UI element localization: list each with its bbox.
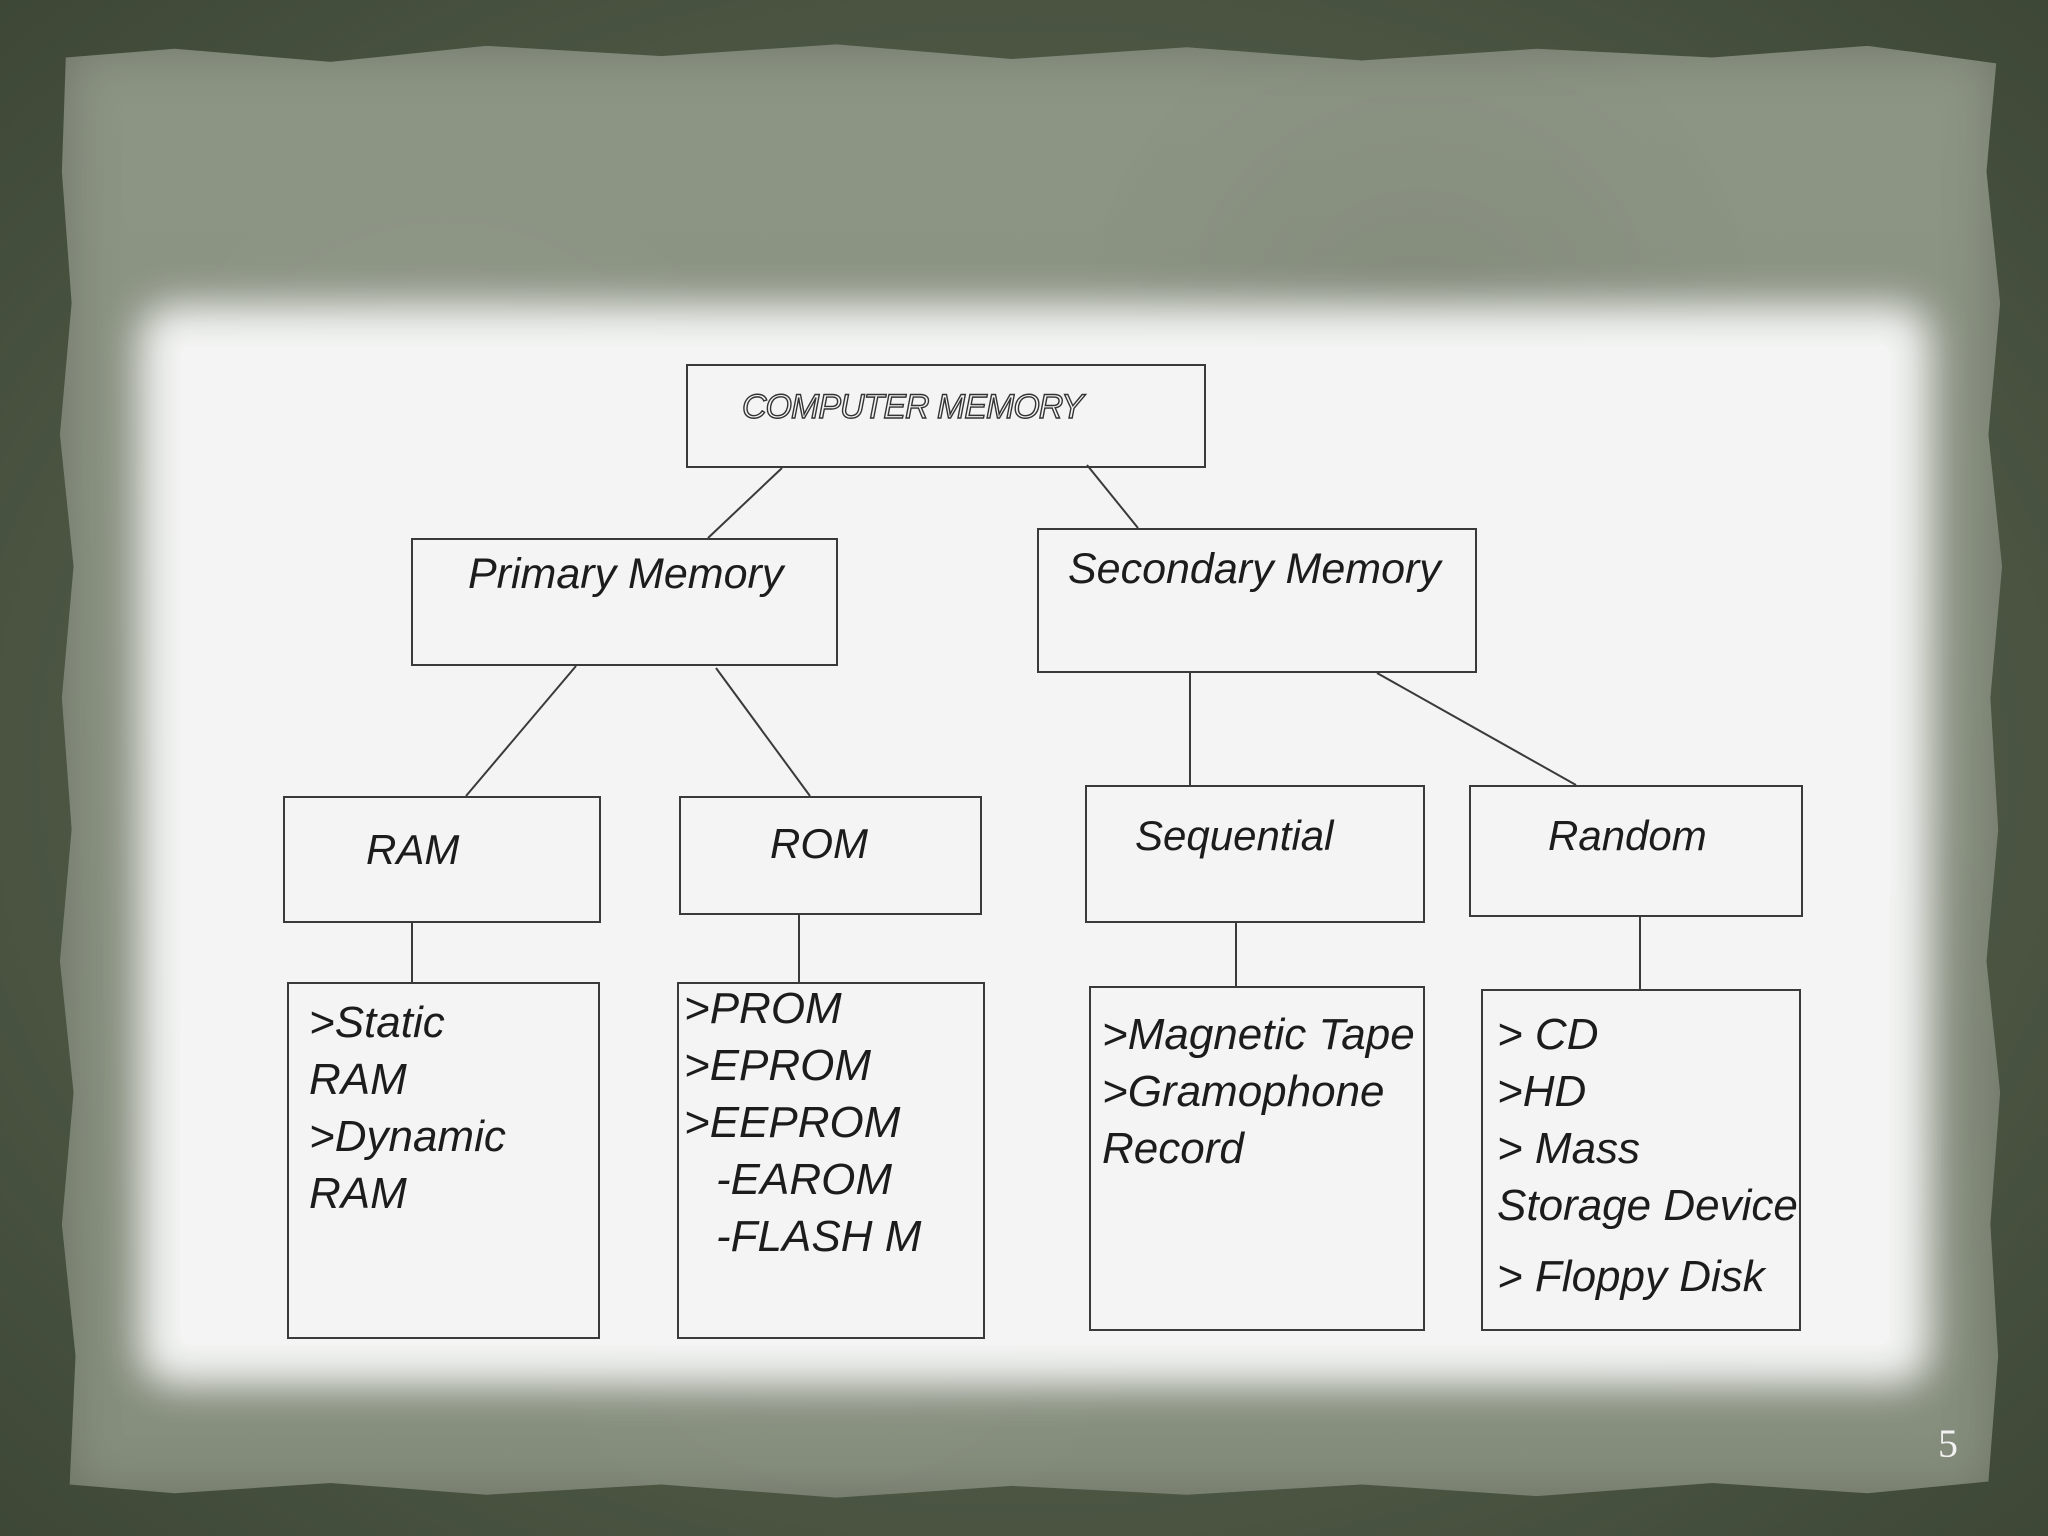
rom-types-box bbox=[677, 982, 985, 1339]
list-item: >HD bbox=[1497, 1067, 1587, 1116]
list-item: -FLASH M bbox=[716, 1212, 922, 1261]
list-item: Storage Device bbox=[1497, 1181, 1798, 1230]
rom-node bbox=[679, 796, 982, 915]
line-primary-rom bbox=[715, 667, 811, 797]
list-item: -EAROM bbox=[716, 1155, 892, 1204]
root-label: COMPUTER MEMORY bbox=[741, 387, 1084, 426]
list-item: Record bbox=[1102, 1124, 1244, 1173]
list-item: >EPROM bbox=[684, 1041, 872, 1090]
list-item: > CD bbox=[1497, 1010, 1599, 1059]
random-node bbox=[1469, 785, 1803, 917]
list-item: > Mass bbox=[1497, 1124, 1641, 1173]
list-item: >Dynamic bbox=[309, 1112, 506, 1161]
line-root-primary bbox=[707, 467, 783, 539]
line-primary-ram bbox=[465, 665, 577, 797]
primary-memory-node bbox=[411, 538, 838, 666]
secondary-memory-node bbox=[1037, 528, 1477, 673]
list-item: >Magnetic Tape bbox=[1102, 1010, 1415, 1059]
root-node bbox=[686, 364, 1206, 468]
random-label: Random bbox=[1548, 812, 1707, 859]
ram-types-list: >Static RAM >Dynamic RAM bbox=[309, 994, 506, 1222]
sequential-node bbox=[1085, 785, 1425, 923]
page-number: 5 bbox=[1938, 1421, 1958, 1466]
random-types-box bbox=[1481, 989, 1801, 1331]
ram-node bbox=[283, 796, 601, 923]
rom-types-list: >PROM >EPROM >EEPROM -EAROM -FLASH M bbox=[684, 980, 921, 1265]
ram-types-box bbox=[287, 982, 600, 1339]
list-item: >EEPROM bbox=[684, 1098, 901, 1147]
sequential-types-list: >Magnetic Tape >Gramophone Record bbox=[1102, 1006, 1415, 1177]
ram-label: RAM bbox=[366, 826, 460, 873]
random-types-list: > CD >HD > Mass Storage Device > Floppy … bbox=[1497, 1006, 1798, 1305]
rom-label: ROM bbox=[770, 820, 868, 867]
sequential-label: Sequential bbox=[1135, 812, 1334, 859]
list-item: RAM bbox=[309, 1169, 407, 1218]
list-item: >Gramophone bbox=[1102, 1067, 1385, 1116]
list-item: > Floppy Disk bbox=[1497, 1252, 1765, 1301]
secondary-memory-label: Secondary Memory bbox=[1068, 545, 1441, 593]
primary-memory-label: Primary Memory bbox=[468, 550, 784, 598]
list-item: >PROM bbox=[684, 984, 842, 1033]
list-item: RAM bbox=[309, 1055, 407, 1104]
list-item: >Static bbox=[309, 998, 445, 1047]
diagram-panel bbox=[180, 345, 1890, 1345]
line-root-secondary bbox=[1086, 464, 1139, 529]
line-secondary-random bbox=[1376, 672, 1577, 786]
sequential-types-box bbox=[1089, 986, 1425, 1331]
